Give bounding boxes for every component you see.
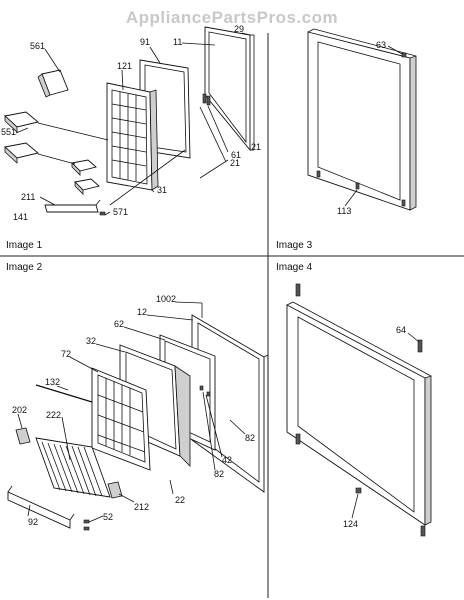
watermark: AppliancePartsPros.com (126, 8, 338, 27)
label-92: 92 (28, 517, 38, 527)
label-62: 62 (114, 319, 124, 329)
label-12: 12 (137, 307, 147, 317)
label-31: 31 (157, 185, 167, 195)
label-21-upper: 21 (251, 142, 261, 152)
label-42: 42 (222, 455, 232, 465)
image-1-drawing: 561 91 11 29 121 551 61 21 21 31 211 141… (1, 24, 261, 222)
label-21-lower: 21 (230, 158, 240, 168)
caption-image-4: Image 4 (276, 262, 313, 273)
label-32: 32 (86, 336, 96, 346)
label-72: 72 (61, 349, 71, 359)
label-132: 132 (45, 377, 60, 387)
image-4-drawing: 64 124 (286, 283, 432, 537)
label-113: 113 (337, 206, 351, 216)
label-1002: 1002 (156, 294, 176, 304)
label-82-lower: 82 (214, 469, 224, 479)
caption-image-1: Image 1 (6, 240, 43, 251)
panel-borders (0, 33, 464, 598)
image-3-drawing: 63 113 (307, 28, 417, 216)
label-63: 63 (376, 40, 386, 50)
label-52: 52 (103, 512, 113, 522)
label-202: 202 (12, 405, 27, 415)
label-121: 121 (117, 61, 132, 71)
label-571: 571 (113, 207, 128, 217)
caption-image-2: Image 2 (6, 262, 43, 273)
label-82-upper: 82 (245, 433, 255, 443)
label-22: 22 (175, 495, 185, 505)
label-64: 64 (396, 325, 406, 335)
label-561: 561 (30, 41, 45, 51)
label-141: 141 (13, 212, 28, 222)
label-91: 91 (140, 37, 150, 47)
label-61: 61 (231, 150, 241, 160)
label-11: 11 (173, 37, 182, 47)
label-124: 124 (343, 519, 358, 529)
image-2-drawing: 1002 12 62 32 72 132 202 222 82 42 82 22… (7, 294, 269, 531)
label-212: 212 (134, 502, 149, 512)
label-211: 211 (21, 192, 35, 202)
label-551: 551 (1, 127, 16, 137)
caption-image-3: Image 3 (276, 240, 313, 251)
label-29: 29 (234, 24, 244, 34)
label-222: 222 (46, 410, 61, 420)
